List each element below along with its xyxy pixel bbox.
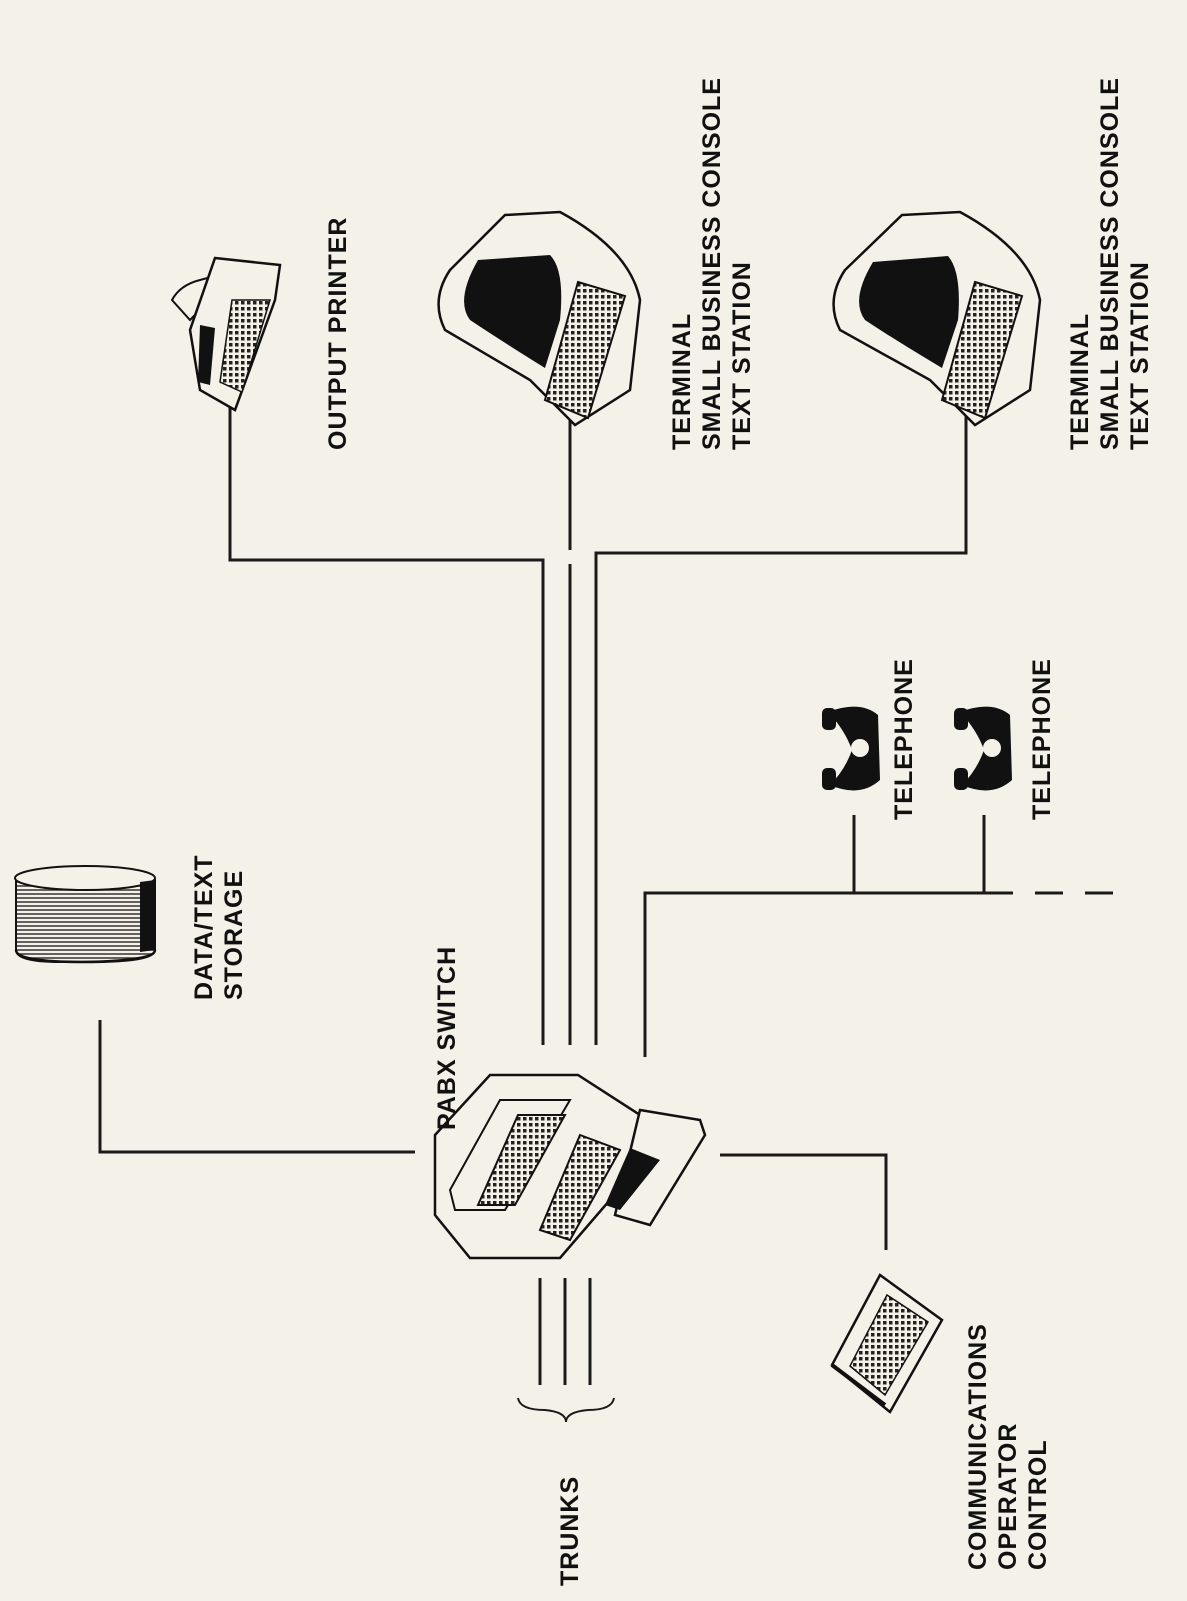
pabx-label: PABX SWITCH (433, 946, 461, 1130)
label-line: TEXT STATION (728, 261, 756, 450)
printer-label: OUTPUT PRINTER (324, 217, 352, 450)
label-line: SMALL BUSINESS CONSOLE (698, 77, 726, 450)
storage-label: DATA/TEXT STORAGE (190, 854, 248, 1000)
trunks-brace (518, 1398, 614, 1422)
label-line: TERMINAL (668, 313, 696, 450)
trunks-label: TRUNKS (556, 1476, 584, 1586)
printer-icon (172, 258, 280, 410)
telephone1-label: TELEPHONE (890, 658, 918, 820)
terminal-icon (439, 212, 640, 425)
terminal2-label: TERMINAL SMALL BUSINESS CONSOLE TEXT STA… (1066, 77, 1154, 450)
disk-storage-icon (15, 866, 155, 962)
label-line: OPERATOR (994, 1423, 1022, 1570)
storage-link (100, 1020, 415, 1152)
telephone-bus (645, 893, 985, 1057)
label-line: TEXT STATION (1126, 261, 1154, 450)
label-line: CONTROL (1024, 1439, 1052, 1570)
telephone2-label: TELEPHONE (1028, 658, 1056, 820)
communications-label: COMMUNICATIONS OPERATOR CONTROL (964, 1323, 1052, 1570)
operator-link (720, 1155, 886, 1250)
terminal1-label: TERMINAL SMALL BUSINESS CONSOLE TEXT STA… (668, 77, 756, 450)
label-line: COMMUNICATIONS (964, 1323, 992, 1570)
keyboard-icon (832, 1275, 942, 1412)
label-line: SMALL BUSINESS CONSOLE (1096, 77, 1124, 450)
telephone-icon (954, 707, 1012, 791)
label-line: DATA/TEXT (190, 854, 218, 1000)
terminal-icon (834, 212, 1040, 425)
pabx-console-icon (435, 1075, 705, 1258)
label-line: TERMINAL (1066, 313, 1094, 450)
bus-line-printer (230, 345, 543, 1045)
telephone-icon (822, 707, 880, 791)
label-line: STORAGE (220, 870, 248, 1000)
connection-lines (100, 345, 1135, 1385)
